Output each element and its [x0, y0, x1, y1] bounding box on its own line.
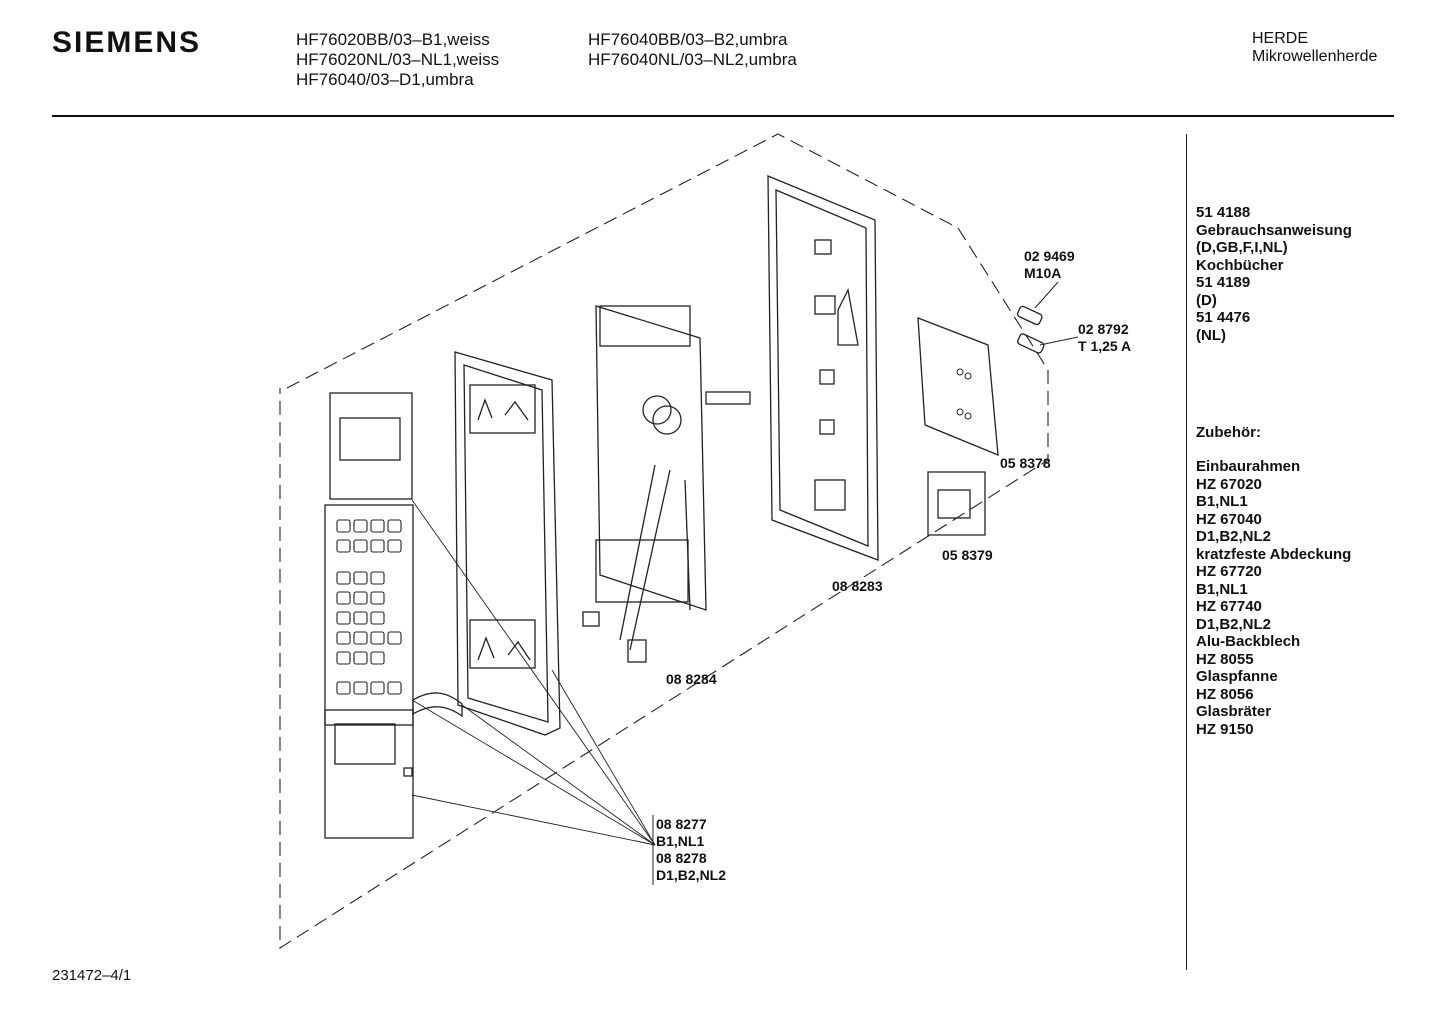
accessory-line: Glaspfanne — [1196, 668, 1278, 685]
manual-line: 51 4189 — [1196, 274, 1251, 291]
model-list-1: HF76020BB/03–B1,weiss HF76020NL/03–NL1,w… — [296, 30, 499, 90]
accessory-line: HZ 8055 — [1196, 650, 1254, 668]
brand-logo: SIEMENS — [52, 26, 202, 59]
accessories-title: Zubehör: — [1196, 424, 1261, 441]
frame-label: 08 8283 — [832, 578, 883, 594]
control-board-label: 05 8378 — [1000, 455, 1051, 471]
manuals-list: 51 4188 Gebrauchsanweisung (D,GB,F,I,NL)… — [1196, 204, 1352, 344]
model-item: HF76020BB/03–B1,weiss — [296, 30, 490, 49]
model-item: HF76040BB/03–B2,umbra — [588, 30, 788, 49]
keypad-part — [324, 504, 463, 726]
accessory-line: D1,B2,NL2 — [1196, 528, 1272, 545]
accessory-line: HZ 67040 — [1196, 510, 1262, 528]
category-subtitle: Mikrowellenherde — [1252, 48, 1378, 65]
control-board-part — [917, 317, 999, 457]
manual-line: Gebrauchsanweisung — [1196, 221, 1352, 239]
fuse-m10a-part — [1016, 281, 1059, 326]
accessory-line: Glasbräter — [1196, 703, 1272, 720]
accessory-line: Alu-Backblech — [1196, 633, 1301, 650]
part-rating: T 1,25 A — [1078, 338, 1132, 354]
model-item: HF76040/03–D1,umbra — [296, 70, 474, 89]
pcb-part — [582, 305, 751, 663]
front-panel-leaders — [411, 499, 656, 846]
part-number: 02 8792 — [1078, 321, 1129, 337]
accessory-line: kratzfeste Abdeckung — [1196, 545, 1352, 563]
sidebar-divider — [1186, 134, 1187, 970]
manual-line: 51 4188 — [1196, 204, 1251, 221]
part-variant: B1,NL1 — [656, 833, 705, 849]
front-panel-part — [454, 351, 561, 736]
accessory-line: HZ 67740 — [1196, 598, 1262, 615]
category-block: HERDE Mikrowellenherde — [1252, 30, 1377, 66]
fuse-t125a-label: 02 8792 T 1,25 A — [1078, 321, 1131, 355]
part-number: 02 9469 — [1024, 248, 1075, 264]
manual-line: (NL) — [1196, 326, 1226, 344]
exploded-view-diagram — [279, 133, 1079, 950]
manual-line: (D,GB,F,I,NL) — [1196, 239, 1288, 256]
model-list-2: HF76040BB/03–B2,umbra HF76040NL/03–NL2,u… — [588, 30, 797, 70]
model-item: HF76020NL/03–NL1,weiss — [296, 50, 500, 69]
accessory-line: B1,NL1 — [1196, 493, 1248, 510]
transformer-part — [927, 471, 986, 536]
part-number: 08 8277 — [656, 816, 707, 832]
header-divider — [52, 115, 1394, 117]
display-window-part — [329, 392, 413, 500]
front-panel-label: 08 8277 B1,NL1 08 8278 D1,B2,NL2 — [656, 816, 726, 884]
mounting-frame-part — [767, 175, 879, 561]
transformer-label: 05 8379 — [942, 547, 993, 563]
fuse-m10a-label: 02 9469 M10A — [1024, 248, 1075, 282]
part-rating: M10A — [1024, 265, 1062, 281]
manual-line: (D) — [1196, 291, 1217, 309]
accessory-line: D1,B2,NL2 — [1196, 615, 1272, 633]
accessories-list: Einbaurahmen HZ 67020 B1,NL1 HZ 67040 D1… — [1196, 458, 1351, 738]
manual-line: Kochbücher — [1196, 256, 1284, 274]
accessory-line: HZ 9150 — [1196, 720, 1254, 738]
fuse-t125a-part — [1017, 333, 1079, 354]
category-title: HERDE — [1252, 30, 1309, 47]
assembly-outline — [279, 133, 1049, 950]
part-number: 08 8278 — [656, 850, 707, 866]
part-variant: D1,B2,NL2 — [656, 867, 727, 883]
accessory-line: HZ 67020 — [1196, 475, 1262, 493]
pcb-label: 08 8284 — [666, 671, 717, 687]
accessory-line: HZ 67720 — [1196, 563, 1262, 580]
accessory-line: Einbaurahmen — [1196, 458, 1301, 475]
manual-line: 51 4476 — [1196, 309, 1251, 326]
accessory-line: HZ 8056 — [1196, 685, 1254, 703]
accessory-line: B1,NL1 — [1196, 580, 1248, 598]
model-item: HF76040NL/03–NL2,umbra — [588, 50, 797, 69]
drawing-number: 231472–4/1 — [52, 967, 132, 984]
lower-cover-part — [324, 709, 414, 839]
